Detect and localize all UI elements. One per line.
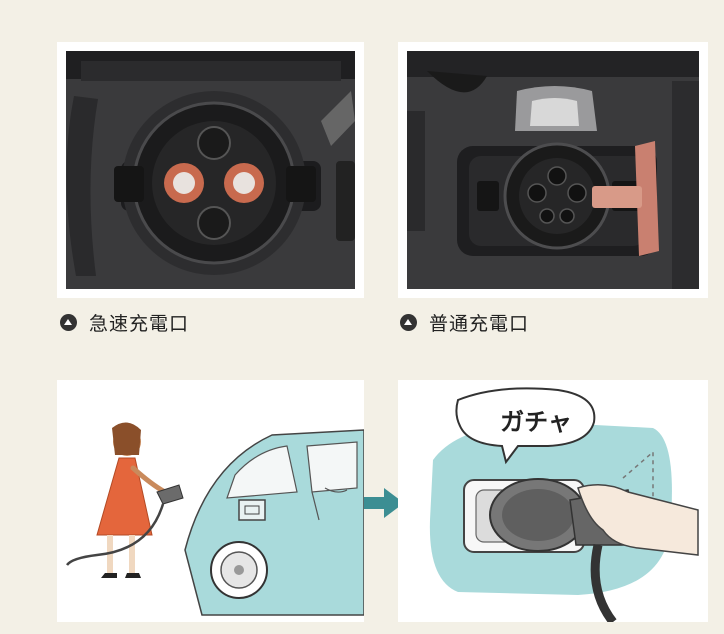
charging-illustration-woman-car [57,380,364,622]
arrow-right-icon [364,488,404,518]
normal-charge-port-image [407,51,699,289]
triangle-bullet-icon [60,314,77,331]
quick-charge-port-photo [57,42,364,298]
charging-illustration-plug-closeup: ガチャ [398,380,708,622]
woman-car-illustration [57,380,364,622]
sound-effect-text: ガチャ [500,408,572,436]
plug-closeup-illustration [398,380,708,622]
normal-charge-port-photo [398,42,708,298]
normal-charge-port-label: 普通充電口 [429,313,530,335]
quick-charge-port-image [66,51,355,289]
quick-charge-port-caption: 急速充電口 [60,309,189,336]
quick-charge-port-label: 急速充電口 [89,313,190,335]
normal-charge-port-caption: 普通充電口 [400,309,529,336]
triangle-bullet-icon [400,314,417,331]
